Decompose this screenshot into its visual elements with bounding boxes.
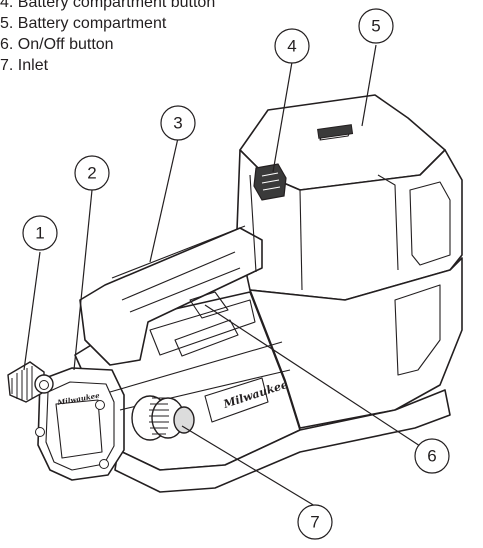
callout-2	[74, 155, 110, 191]
callout-4	[274, 28, 310, 64]
callout-6	[414, 438, 450, 474]
callout-1-label: 1	[35, 224, 44, 243]
legend-item-on-off-button: 6. On/Off button	[0, 36, 114, 53]
callout-5	[358, 8, 394, 44]
base-skid	[114, 389, 451, 493]
callout-7-label: 7	[310, 513, 319, 532]
inlet-fitting	[131, 395, 195, 441]
callout-2-label: 2	[87, 164, 96, 183]
legend: 4. Battery compartment button 5. Battery…	[0, 0, 215, 76]
legend-item-inlet: 7. Inlet	[0, 57, 49, 74]
callout-6-label: 6	[427, 447, 436, 466]
callout-5-label: 5	[371, 17, 380, 36]
outlet-fitting	[7, 361, 54, 403]
callout-4-label: 4	[287, 37, 296, 56]
battery-label-plate	[317, 124, 354, 139]
legend-item-battery-compartment-button: 4. Battery compartment button	[0, 0, 216, 11]
callout-7	[297, 504, 333, 540]
callout-3	[160, 105, 196, 141]
callout-3-label: 3	[173, 114, 182, 133]
battery-compartment-housing	[236, 149, 463, 301]
callout-1	[22, 215, 58, 251]
legend-item-battery-compartment: 5. Battery compartment	[0, 15, 167, 32]
